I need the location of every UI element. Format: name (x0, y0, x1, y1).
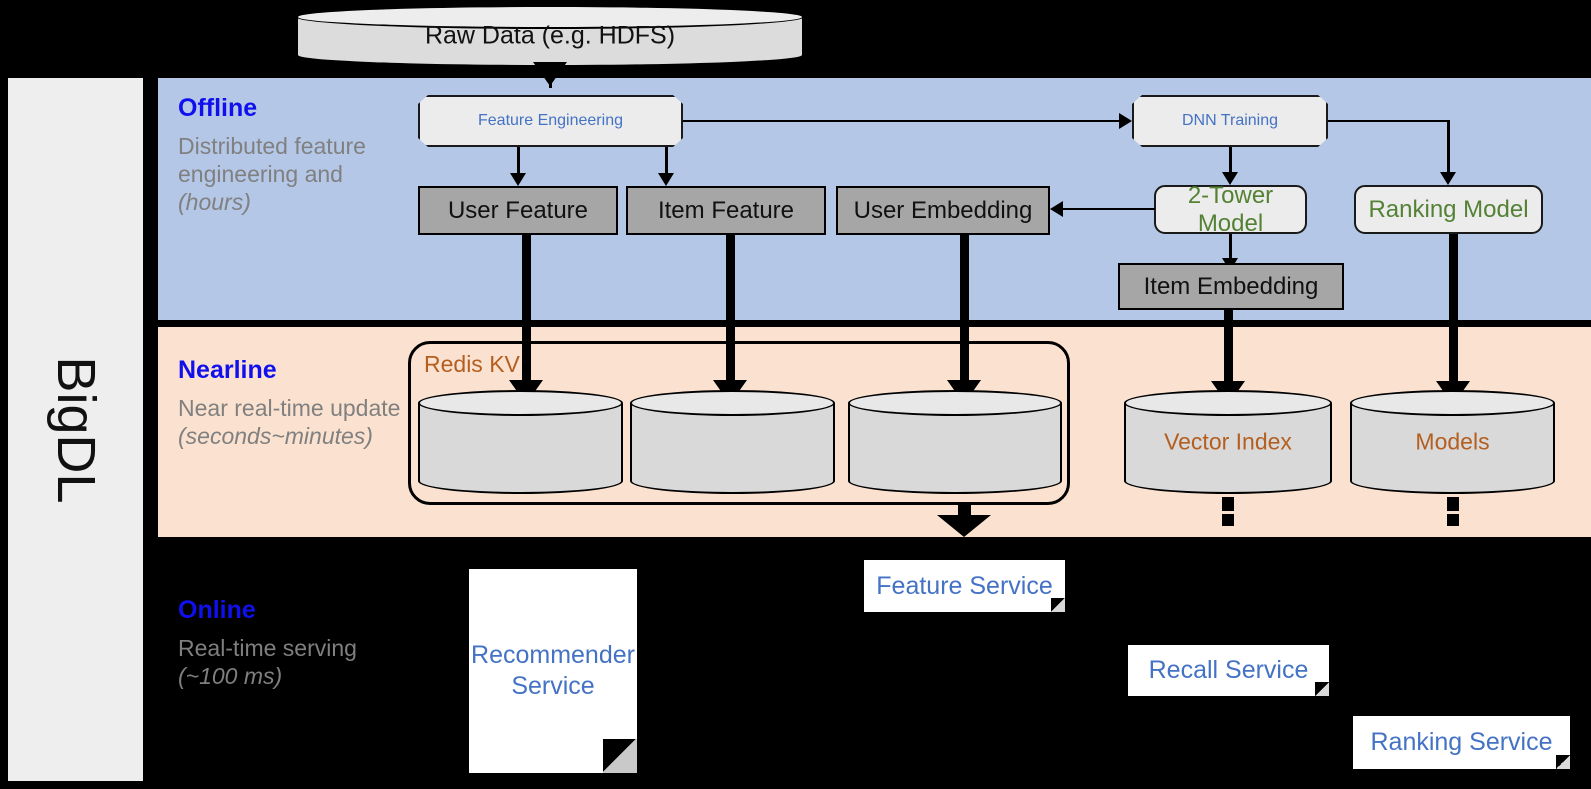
connector-redis-to-featureservice-stub (958, 505, 971, 518)
models-label: Models (1415, 428, 1490, 455)
arrow-rawdata-to-fe-head (533, 62, 567, 86)
redis-store-2[interactable] (630, 390, 835, 494)
arrow-fe-to-itemfeature-line (665, 147, 668, 175)
cylinder-top (630, 390, 835, 416)
arrow-2tower-to-userembedding-line (1063, 208, 1155, 210)
cylinder-top (1124, 390, 1332, 416)
connector-vectorindex-stub-1 (1222, 497, 1234, 511)
nearline-title: Nearline (178, 356, 277, 384)
online-caption: Online Real-time serving (~100 ms) (178, 596, 393, 690)
offline-caption: Offline Distributed feature engineering … (178, 94, 383, 216)
page-fold-icon (1051, 598, 1065, 612)
online-title: Online (178, 596, 256, 624)
offline-subtitle: Distributed feature engineering and (hou… (178, 132, 366, 215)
feature-service-label: Feature Service (876, 571, 1053, 600)
recall-service-node[interactable]: Recall Service (1128, 645, 1329, 696)
user-feature-node[interactable]: User Feature (418, 186, 618, 235)
cylinder-body (1124, 403, 1332, 481)
raw-data-label: Raw Data (e.g. HDFS) (424, 21, 676, 50)
ranking-model-node[interactable]: Ranking Model (1354, 185, 1543, 234)
pipe-userfeature-to-store1 (522, 235, 531, 387)
bigdl-rail: BigDL (8, 78, 143, 781)
arrow-dnn-to-ranking-head (1440, 172, 1456, 185)
bigdl-label: BigDL (45, 355, 106, 504)
user-embedding-label: User Embedding (853, 196, 1033, 224)
arrow-dnn-to-ranking-h (1328, 120, 1449, 122)
nearline-subtitle: Near real-time update (seconds~minutes) (178, 394, 401, 449)
user-embedding-node[interactable]: User Embedding (836, 186, 1050, 235)
connector-redis-to-featureservice-head (937, 515, 991, 537)
dnn-training-label: DNN Training (1181, 112, 1279, 129)
page-fold-icon (1315, 682, 1329, 696)
ranking-service-label: Ranking Service (1370, 728, 1553, 756)
item-feature-node[interactable]: Item Feature (626, 186, 826, 235)
ranking-service-node[interactable]: Ranking Service (1353, 716, 1570, 769)
user-feature-label: User Feature (447, 196, 589, 224)
ranking-model-label: Ranking Model (1368, 195, 1529, 223)
page-fold-icon (603, 739, 637, 773)
redis-kv-label: Redis KV (424, 351, 520, 377)
nearline-caption: Nearline Near real-time update (seconds~… (178, 356, 408, 450)
arrow-dnn-to-ranking-v (1447, 120, 1450, 173)
online-subtitle: Real-time serving (~100 ms) (178, 634, 357, 689)
feature-service-node[interactable]: Feature Service (864, 560, 1065, 612)
feature-engineering-label: Feature Engineering (478, 112, 623, 129)
connector-vectorindex-stub-2 (1222, 514, 1234, 526)
cylinder-body (848, 403, 1062, 481)
recall-service-label: Recall Service (1148, 656, 1309, 684)
offline-title: Offline (178, 94, 258, 122)
arrow-fe-to-dnn-line (683, 120, 1119, 122)
two-tower-model-label: 2-Tower Model (1187, 181, 1274, 237)
models-cylinder[interactable]: Models (1350, 390, 1555, 494)
arrow-2tower-to-itememb-line (1229, 234, 1232, 260)
recommender-service-node[interactable]: Recommender Service (469, 569, 637, 773)
pipe-rankingmodel-to-models (1449, 234, 1458, 388)
two-tower-model-node[interactable]: 2-Tower Model (1154, 182, 1307, 237)
recommender-service-label: Recommender Service (471, 640, 635, 700)
vector-index-label: Vector Index (1164, 428, 1292, 455)
arrow-dnn-to-2tower-head (1222, 172, 1238, 185)
cylinder-top (296, 5, 804, 29)
dnn-training-node[interactable]: DNN Training (1132, 95, 1328, 147)
item-feature-label: Item Feature (657, 196, 795, 224)
arrow-fe-to-itemfeature-head (658, 173, 674, 186)
arrow-2tower-to-userembedding-head (1050, 201, 1063, 217)
arrow-fe-to-userfeature-head (510, 173, 526, 186)
redis-kv-container (408, 341, 1070, 505)
arrow-dnn-to-2tower-line (1229, 147, 1232, 173)
pipe-itememb-to-vectorindex (1224, 310, 1233, 388)
cylinder-top (418, 390, 623, 416)
cylinder-body (630, 403, 835, 481)
redis-store-3[interactable] (848, 390, 1062, 494)
item-embedding-label: Item Embedding (1143, 272, 1319, 300)
cylinder-top (1350, 390, 1555, 416)
pipe-itemfeature-to-store2 (726, 235, 735, 387)
vector-index-cylinder[interactable]: Vector Index (1124, 390, 1332, 494)
page-fold-icon (1556, 755, 1570, 769)
pipe-userembedding-to-store3 (960, 235, 969, 387)
cylinder-body (1350, 403, 1555, 481)
feature-engineering-node[interactable]: Feature Engineering (418, 95, 683, 147)
connector-models-stub-1 (1447, 497, 1459, 511)
arrow-fe-to-dnn-head (1119, 113, 1132, 129)
cylinder-body (418, 403, 623, 481)
arrow-fe-to-userfeature-line (517, 147, 520, 175)
connector-models-stub-2 (1447, 514, 1459, 526)
raw-data-cylinder: Raw Data (e.g. HDFS) (296, 5, 804, 67)
redis-store-1[interactable] (418, 390, 623, 494)
cylinder-top (848, 390, 1062, 416)
item-embedding-node[interactable]: Item Embedding (1118, 263, 1344, 310)
